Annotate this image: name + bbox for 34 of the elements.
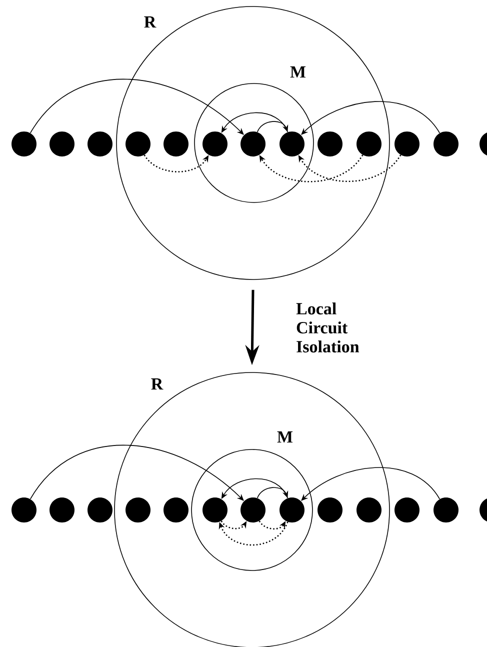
- circle-region: M: [191, 431, 313, 571]
- node-label: M: [277, 431, 293, 443]
- arrow: [221, 478, 288, 499]
- dot: [240, 132, 266, 156]
- dot: [356, 498, 382, 522]
- dot: [164, 132, 188, 156]
- dot: [202, 498, 228, 522]
- circle-region: M: [194, 66, 314, 203]
- dot: [394, 498, 420, 522]
- dot: [88, 498, 112, 522]
- edge-label: Local Circuit Isolation: [296, 302, 360, 352]
- dot: [356, 132, 382, 156]
- dot: [126, 132, 150, 156]
- dot: [280, 498, 304, 522]
- dot: [434, 498, 458, 522]
- arrow: [256, 487, 288, 498]
- arrow: [221, 112, 288, 133]
- dot: [12, 132, 36, 156]
- dot: [164, 498, 188, 522]
- dot: [88, 132, 112, 156]
- dot: [12, 498, 36, 522]
- arrow: [218, 522, 288, 546]
- dot: [240, 498, 266, 522]
- dot: [394, 132, 420, 156]
- dot: [126, 498, 150, 522]
- dot: [434, 132, 458, 156]
- node-label: M: [290, 66, 306, 78]
- dot: [50, 132, 74, 156]
- arrow: [256, 121, 288, 132]
- dot: [280, 132, 304, 156]
- dot: [50, 498, 74, 522]
- dot: [202, 132, 228, 156]
- dot: [318, 498, 342, 522]
- dot: [318, 132, 342, 156]
